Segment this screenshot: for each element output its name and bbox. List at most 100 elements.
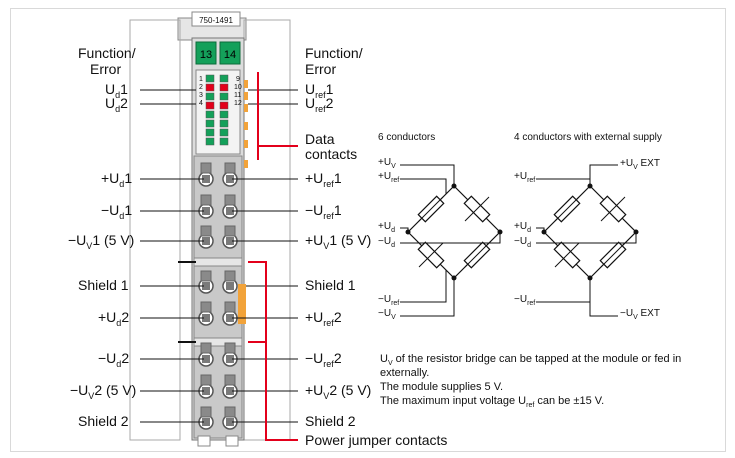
terminal-screw-6-0 <box>202 387 210 395</box>
led-3-0 <box>205 101 215 110</box>
led-6-1 <box>219 128 229 137</box>
terminal-screw-6-1 <box>226 387 234 395</box>
bridge4-mud: −Ud <box>514 236 531 249</box>
channel-14-label: 14 <box>224 49 236 61</box>
led-2-0 <box>205 92 215 101</box>
bridge6-uref: +Uref <box>378 171 399 184</box>
led-5-0 <box>205 119 215 128</box>
data-contact-tabs <box>244 80 248 168</box>
io-module: 750-1491 13 14 1 2 3 4 9 10 11 12 <box>129 11 291 447</box>
right-plus-uref2: +Uref2 <box>305 309 342 328</box>
release-slot-5-0 <box>200 342 212 354</box>
left-minus-uv2: −UV2 (5 V) <box>70 382 136 401</box>
left-plus-ud1: +Ud1 <box>101 170 132 189</box>
terminal-screw-5-0 <box>202 355 210 363</box>
bridge4-uvext: +UV EXT <box>620 158 660 171</box>
release-slot-2-1 <box>224 225 236 237</box>
led-2-1 <box>219 92 229 101</box>
bridge4-title: 4 conductors with external supply <box>514 132 662 143</box>
terminal-screw-5-1 <box>226 355 234 363</box>
bridge4-muref: −Uref <box>514 294 535 307</box>
note-line-4: The maximum input voltage Uref can be ±1… <box>380 395 604 409</box>
wire-ud <box>400 227 409 232</box>
bridge6-muv: −UV <box>378 308 396 321</box>
module-label-plate <box>191 11 241 27</box>
led-num-12: 12 <box>234 100 242 107</box>
left-leader-lines <box>140 89 204 423</box>
release-slot-2-0 <box>200 225 212 237</box>
terminal-screw-4-1 <box>226 314 234 322</box>
left-shield-2: Shield 2 <box>78 413 129 429</box>
left-ud1: Ud1 <box>105 81 128 100</box>
led-4-1 <box>219 110 229 119</box>
bridge-trim-2 <box>554 242 580 268</box>
right-minus-uref1: −Uref1 <box>305 202 342 221</box>
left-function-error-1: Function/ <box>78 45 136 61</box>
right-plus-uv1: +UV1 (5 V) <box>305 232 371 251</box>
right-function-error-2: Error <box>305 61 336 77</box>
led-0-1 <box>219 74 229 83</box>
release-slot-0-0 <box>200 162 212 174</box>
channel-13-badge <box>195 41 217 65</box>
terminal-screw-7-1 <box>226 418 234 426</box>
terminal-screw-7-0 <box>202 418 210 426</box>
terminal-screw-2-0 <box>202 237 210 245</box>
note-line-1: UV of the resistor bridge can be tapped … <box>380 353 681 367</box>
bridge-trim-1 <box>600 242 626 268</box>
right-shield-1: Shield 1 <box>305 277 356 293</box>
led-1-0 <box>205 83 215 92</box>
led-3-1 <box>219 101 229 110</box>
wire-uref <box>400 178 447 194</box>
bridge6-network <box>400 164 503 317</box>
left-labels: Function/ Error Ud1 Ud2 +Ud1 −Ud1 −UV1 (… <box>68 45 136 429</box>
release-slot-6-1 <box>224 374 236 386</box>
terminal-screw-3-1 <box>226 282 234 290</box>
release-slot-4-0 <box>200 301 212 313</box>
left-rail-outline <box>129 19 181 441</box>
release-slot-7-0 <box>200 406 212 418</box>
red-brackets <box>248 72 298 441</box>
right-data-contacts-1: Data <box>305 131 335 147</box>
wire-uv <box>400 164 455 186</box>
bridge4-muvext: −UV EXT <box>620 308 660 321</box>
terminal-screw-3-0 <box>202 282 210 290</box>
shield-contact-strip <box>238 284 246 324</box>
terminal-screw-2-1 <box>226 237 234 245</box>
terminal-screw-1-0 <box>202 207 210 215</box>
led-4-0 <box>205 110 215 119</box>
power-jumper-label: Power jumper contacts <box>305 432 447 448</box>
release-slot-3-1 <box>224 270 236 282</box>
release-slot-4-1 <box>224 301 236 313</box>
left-minus-uv1: −UV1 (5 V) <box>68 232 134 251</box>
led-7-0 <box>205 137 215 146</box>
release-slot-6-0 <box>200 374 212 386</box>
led-5-1 <box>219 119 229 128</box>
release-slot-0-1 <box>224 162 236 174</box>
bridge-trim-2 <box>418 242 444 268</box>
terminal-screw-0-0 <box>202 175 210 183</box>
jumper-marks <box>178 261 196 343</box>
wire-ud <box>536 227 545 232</box>
led-6-0 <box>205 128 215 137</box>
led-num-4: 4 <box>199 100 203 107</box>
right-plus-uref1: +Uref1 <box>305 170 342 189</box>
bridge-trim-3 <box>554 196 580 222</box>
led-1-1 <box>219 83 229 92</box>
terminal-screw-1-1 <box>226 207 234 215</box>
channel-14-badge <box>219 41 241 65</box>
terminal-screw-4-0 <box>202 314 210 322</box>
terminal-array <box>198 162 238 430</box>
bridge4-network <box>536 164 639 317</box>
divider-1 <box>193 257 243 267</box>
bridge-trim-1 <box>464 242 490 268</box>
bridge6-ud: +Ud <box>378 221 395 234</box>
right-uref1: Uref1 <box>305 81 334 100</box>
led-num-2: 2 <box>199 84 203 91</box>
bridge-4-conductors: 4 conductors with external supply +UV EX… <box>514 132 662 321</box>
right-plus-uv2: +UV2 (5 V) <box>305 382 371 401</box>
led-7-1 <box>219 137 229 146</box>
release-slot-7-1 <box>224 406 236 418</box>
bridge6-muref: −Uref <box>378 294 399 307</box>
bridge4-ud: +Ud <box>514 221 531 234</box>
